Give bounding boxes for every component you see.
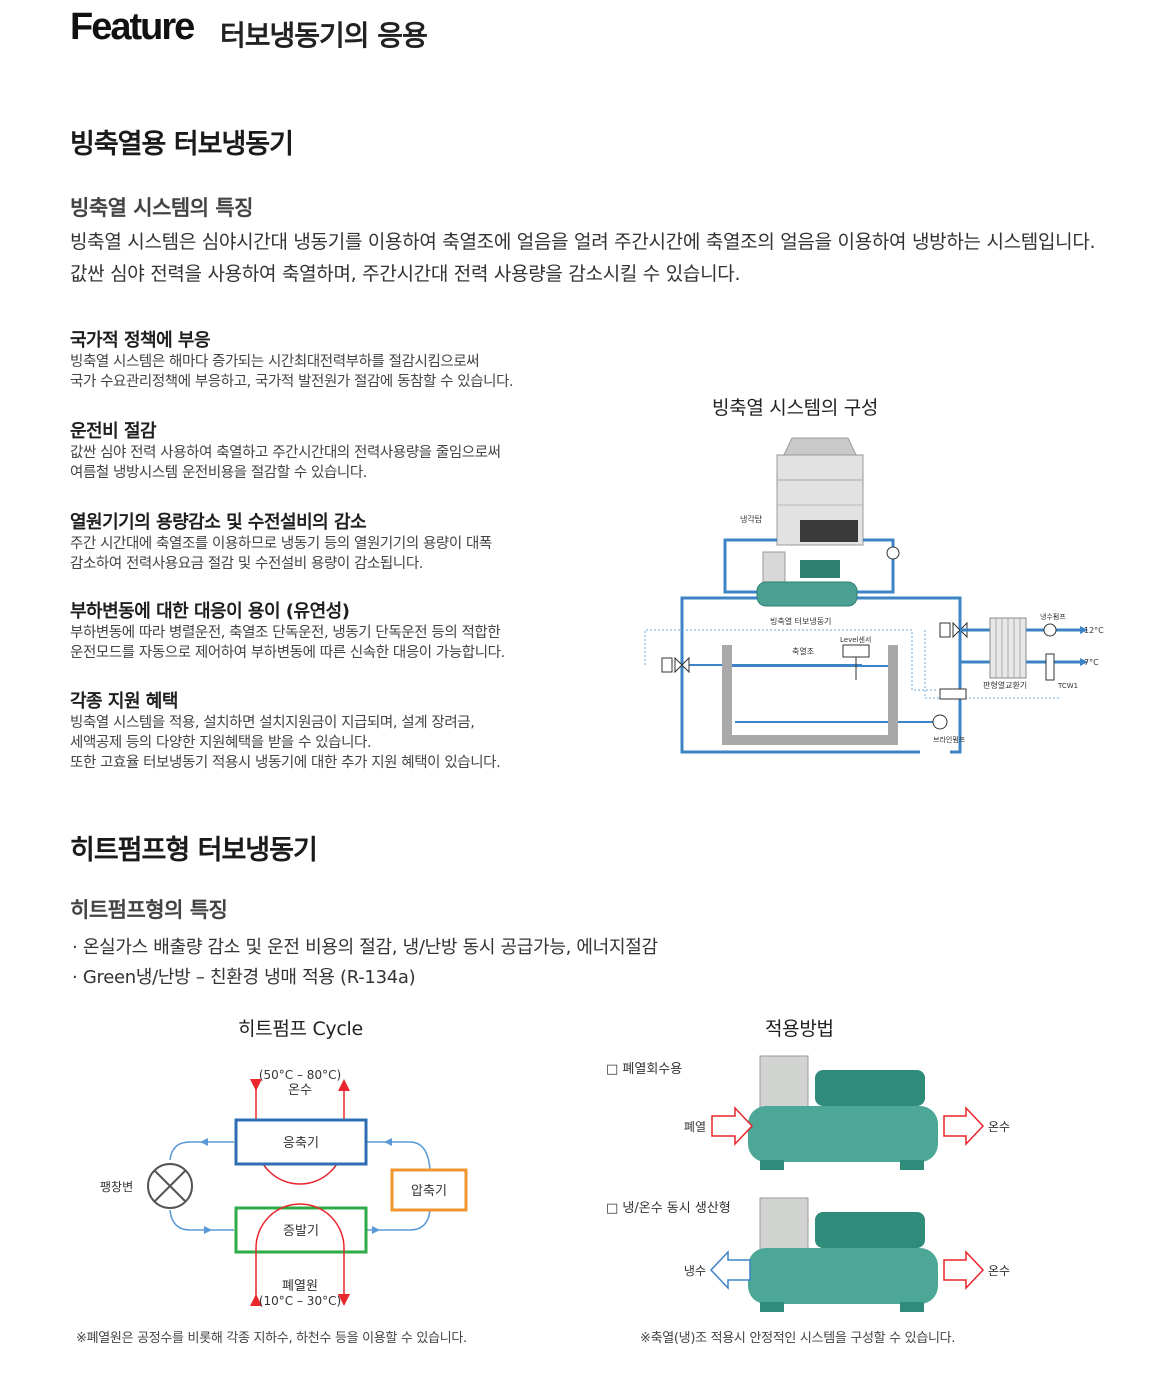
chiller-machine-icon <box>748 1197 938 1312</box>
ice-feature-list: 국가적 정책에 부응 빙축열 시스템은 해마다 증가되는 시간최대전력부하를 절… <box>70 326 630 773</box>
chilled-water-out-label: 냉수 <box>684 1264 706 1278</box>
hot-water-out-arrow <box>943 1106 985 1146</box>
hot-water-out-label: 온수 <box>988 1264 1010 1278</box>
cycle-note: ※폐열원은 공정수를 비롯해 각종 지하수, 하천수 등을 이용할 수 있습니다… <box>76 1331 467 1346</box>
tank-label: 축열조 <box>792 647 814 656</box>
ice-section-title: 빙축열용 터보냉동기 <box>70 129 294 160</box>
compressor-box <box>390 1168 468 1212</box>
chilled-water-pump-label: 냉수펌프 <box>1040 612 1066 621</box>
heat-source-label: 폐열원 <box>282 1279 318 1294</box>
heat-pump-cycle-diagram: (50°C – 80°C) 온수 응축기 팽창변 압축기 증발기 폐열원 (10… <box>100 1068 468 1308</box>
hot-water-label: 온수 <box>288 1083 312 1098</box>
ice-feature-item: 열원기기의 용량감소 및 수전설비의 감소 주간 시간대에 축열조를 이용하므로… <box>70 508 630 597</box>
hot-water-out-arrow <box>943 1250 985 1290</box>
cooling-tower-icon <box>776 437 864 546</box>
method-option-1: □ 폐열회수용 <box>606 1062 683 1077</box>
hp-bullet: · 온실가스 배출량 감소 및 운전 비용의 절감, 냉/난방 동시 공급가능,… <box>72 937 658 958</box>
ice-section-lead: 빙축열 시스템은 심야시간대 냉동기를 이용하여 축열조에 얼음을 얼려 주간시… <box>70 231 1096 285</box>
hp-section-title: 히트펌프형 터보냉동기 <box>70 835 318 866</box>
feature-subtitle: 터보냉동기의 응용 <box>220 19 428 52</box>
storage-tank-icon <box>722 645 898 745</box>
return-temp-label: 7°C <box>1084 658 1099 667</box>
hp-cycle-title: 히트펌프 Cycle <box>238 1018 363 1040</box>
supply-temp-label: 12°C <box>1084 626 1104 635</box>
ice-feature-body: 빙축열 시스템을 적용, 설치하면 설치지원금이 지급되며, 설계 장려금, 세… <box>70 715 501 771</box>
expansion-valve-label: 팽창변 <box>100 1180 133 1194</box>
ice-feature-title: 각종 지원 혜택 <box>70 691 178 712</box>
temperature-sensor-icon <box>1045 653 1055 681</box>
cooling-tower-label: 냉각탑 <box>740 514 763 524</box>
ice-feature-item: 부하변동에 대한 대응이 용이 (유연성) 부하변동에 따라 병렬운전, 축열조… <box>70 597 630 687</box>
heat-source-range: (10°C – 30°C) <box>259 1294 341 1308</box>
ice-feature-item: 국가적 정책에 부응 빙축열 시스템은 해마다 증가되는 시간최대전력부하를 절… <box>70 326 630 417</box>
ice-feature-item: 각종 지원 혜택 빙축열 시스템을 적용, 설치하면 설치지원금이 지급되며, … <box>70 687 630 773</box>
ice-section-subtitle: 빙축열 시스템의 특징 <box>70 196 254 220</box>
flow-sensor-icon <box>939 688 967 700</box>
compressor-label: 압축기 <box>411 1184 447 1199</box>
ice-feature-body: 빙축열 시스템은 해마다 증가되는 시간최대전력부하를 절감시킴으로써 국가 수… <box>70 354 514 390</box>
hp-bullet: · Green냉/난방 – 친환경 냉매 적용 (R-134a) <box>72 967 416 988</box>
brine-pump-icon <box>932 714 948 730</box>
ice-feature-item: 운전비 절감 값싼 심야 전력 사용하여 축열하고 주간시간대의 전력사용량을 … <box>70 417 630 508</box>
chiller-machine-icon <box>748 1055 938 1170</box>
expansion-valve-icon <box>147 1163 193 1209</box>
method-title: 적용방법 <box>765 1018 834 1040</box>
condenser-label: 응축기 <box>283 1136 319 1151</box>
feature-heading: Feature <box>70 6 195 48</box>
ice-feature-title: 운전비 절감 <box>70 421 157 442</box>
waste-heat-in-label: 폐열 <box>684 1120 706 1134</box>
evaporator-box <box>234 1206 368 1254</box>
three-way-valve-icon <box>661 656 690 674</box>
hp-section-subtitle: 히트펌프형의 특징 <box>70 898 228 922</box>
condenser-pump-icon <box>886 546 900 560</box>
tcw-label: TCW1 <box>1057 682 1078 690</box>
ice-feature-title: 열원기기의 용량감소 및 수전설비의 감소 <box>70 512 367 533</box>
ice-feature-body: 값싼 심야 전력 사용하여 축열하고 주간시간대의 전력사용량을 줄임으로써 여… <box>70 445 501 481</box>
method-option-2: □ 냉/온수 동시 생산형 <box>606 1201 731 1216</box>
hot-water-range: (50°C – 80°C) <box>259 1068 341 1082</box>
waste-heat-in-arrow <box>711 1106 754 1146</box>
chilled-water-out-arrow <box>709 1250 751 1290</box>
chiller-icon <box>756 551 858 607</box>
application-method-diagram: 폐열 온수 냉수 온수 <box>684 1055 1010 1312</box>
level-sensor-icon <box>842 644 870 658</box>
waste-heat-loop <box>250 1203 350 1306</box>
ice-feature-body: 주간 시간대에 축열조를 이용하므로 냉동기 등의 열원기기의 용량이 대폭 감… <box>70 536 492 572</box>
ice-diagram-title: 빙축열 시스템의 구성 <box>712 397 879 419</box>
method-note: ※축열(냉)조 적용시 안정적인 시스템을 구성할 수 있습니다. <box>640 1331 956 1346</box>
ice-storage-diagram: 냉각탑 빙축열 터보냉동기 축열조 Level센서 브라인펌프 <box>644 437 1104 754</box>
ice-feature-title: 부하변동에 대한 대응이 용이 (유연성) <box>70 601 350 622</box>
hot-water-out-label: 온수 <box>988 1120 1010 1134</box>
brine-pump-label: 브라인펌프 <box>933 735 966 744</box>
chilled-water-pump-icon <box>1043 623 1057 637</box>
condenser-box <box>234 1118 368 1166</box>
ice-feature-title: 국가적 정책에 부응 <box>70 330 211 351</box>
heat-exchanger-label: 판형열교환기 <box>983 680 1027 690</box>
chiller-label: 빙축열 터보냉동기 <box>770 616 831 626</box>
evaporator-label: 증발기 <box>283 1224 319 1239</box>
level-sensor-label: Level센서 <box>840 635 871 644</box>
plate-heat-exchanger-icon <box>989 617 1027 679</box>
ice-feature-body: 부하변동에 따라 병렬운전, 축열조 단독운전, 냉동기 단독운전 등의 적합한… <box>70 625 505 661</box>
